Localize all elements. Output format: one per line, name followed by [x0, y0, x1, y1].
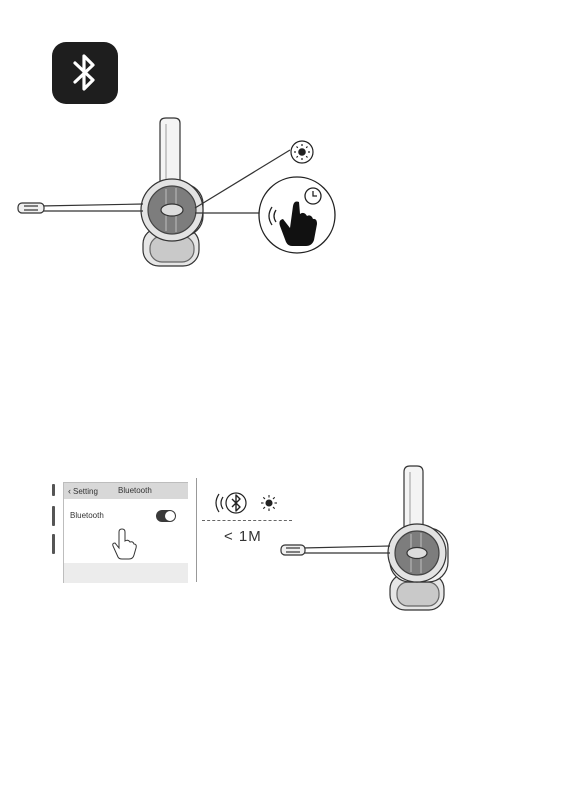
- headset-illustration-top: [0, 110, 568, 280]
- bluetooth-row-label: Bluetooth: [70, 511, 104, 520]
- bluetooth-icon: [226, 493, 246, 513]
- hand-tap-icon: [110, 527, 138, 561]
- phone-screen: ‹Setting Bluetooth Bluetooth: [63, 482, 188, 583]
- bluetooth-app-icon: [52, 42, 118, 104]
- phone-settings-illustration: ‹Setting Bluetooth Bluetooth: [50, 474, 190, 584]
- phone-nav-bar: ‹Setting Bluetooth: [64, 483, 188, 499]
- phone-side-button: [52, 534, 55, 554]
- bluetooth-setting-row[interactable]: Bluetooth: [64, 499, 188, 563]
- nav-title: Bluetooth: [118, 483, 152, 499]
- phone-side-button: [52, 484, 55, 496]
- distance-label: < 1M: [224, 528, 262, 545]
- headset-illustration-bottom: [275, 462, 475, 622]
- back-label: Setting: [73, 487, 98, 496]
- chevron-left-icon: ‹: [68, 486, 71, 496]
- led-flash-icon: [291, 141, 313, 163]
- section-divider: [196, 478, 197, 582]
- back-button[interactable]: ‹Setting: [68, 483, 98, 500]
- phone-side: [50, 474, 56, 584]
- bluetooth-toggle[interactable]: [156, 510, 176, 522]
- press-hold-icon: [259, 177, 335, 253]
- headset-bottom: [281, 466, 448, 610]
- phone-side-button: [52, 506, 55, 526]
- signal-waves-icon: [216, 494, 223, 512]
- bluetooth-icon: [52, 42, 118, 104]
- headset-top: [18, 118, 290, 266]
- toggle-knob: [165, 511, 175, 521]
